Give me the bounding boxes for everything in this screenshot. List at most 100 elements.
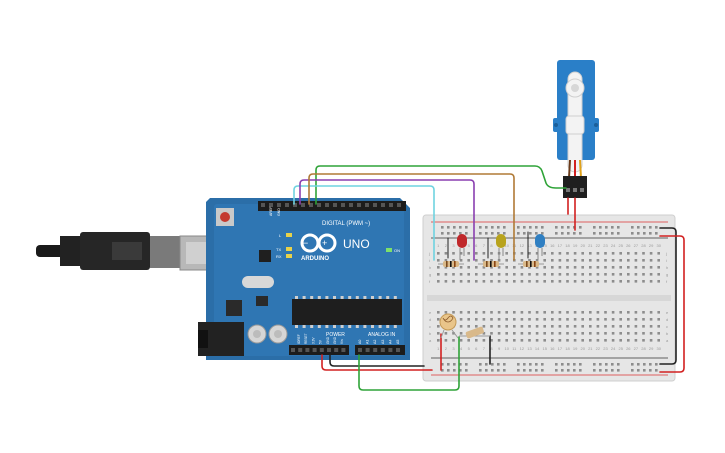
- column-number: 19: [573, 243, 578, 248]
- column-number: 17: [558, 243, 563, 248]
- power-pin-label: IOREF: [297, 334, 301, 344]
- column-number: 16: [550, 243, 555, 248]
- column-number: 5: [468, 243, 471, 248]
- wire-cyan[interactable]: [293, 185, 435, 261]
- resistor-red-led[interactable]: [438, 261, 464, 267]
- gnd-label: GND: [277, 208, 281, 216]
- column-number: 24: [611, 346, 616, 351]
- column-number: 25: [618, 346, 623, 351]
- wire-a0-green[interactable]: [358, 336, 460, 391]
- bottom-pin-holes: [291, 348, 400, 352]
- column-number: 22: [596, 346, 601, 351]
- analog-pin-label: A2: [373, 340, 377, 344]
- column-number: 30: [656, 243, 661, 248]
- column-number: 16: [550, 346, 555, 351]
- column-number: 17: [558, 346, 563, 351]
- servo-motor[interactable]: [553, 60, 599, 198]
- wire-rail-black[interactable]: [659, 227, 677, 365]
- power-pin-label: 3.3V: [311, 337, 315, 344]
- column-number: 7: [483, 346, 486, 351]
- row-letter: d: [429, 317, 431, 322]
- usb-chip: [259, 250, 271, 262]
- wire-gnd[interactable]: [329, 354, 425, 367]
- breadboard[interactable]: 1122334455667788991010111112121313141415…: [422, 214, 676, 382]
- analog-pin-label: A0: [358, 340, 362, 344]
- row-letter: g: [666, 272, 668, 277]
- digital-header: [258, 201, 406, 211]
- column-number: 23: [603, 243, 608, 248]
- row-letter: c: [429, 324, 431, 329]
- model-label: UNO: [343, 237, 370, 251]
- column-number: 28: [641, 346, 646, 351]
- row-letter: f: [429, 279, 431, 284]
- digital-header-label: DIGITAL (PWM ~): [322, 221, 370, 227]
- row-letter: g: [429, 272, 431, 277]
- row-letter: i: [429, 258, 430, 263]
- row-letter: a: [666, 338, 669, 343]
- wire-brown[interactable]: [308, 173, 515, 261]
- column-number: 14: [535, 346, 540, 351]
- column-number: 3: [452, 243, 455, 248]
- power-pin-label: RESET: [304, 333, 308, 344]
- column-number: 8: [490, 243, 493, 248]
- wire-purple[interactable]: [299, 179, 475, 261]
- column-number: 5: [468, 346, 471, 351]
- red-led[interactable]: [457, 234, 467, 260]
- column-number: 26: [626, 243, 631, 248]
- column-number: 11: [512, 346, 517, 351]
- column-number: 15: [542, 346, 547, 351]
- row-letter: a: [429, 338, 432, 343]
- column-number: 25: [618, 243, 623, 248]
- column-number: 2: [445, 243, 448, 248]
- column-number: 6: [475, 346, 478, 351]
- resistor-blue-led[interactable]: [518, 261, 544, 267]
- arduino-logo: − +: [300, 233, 337, 253]
- power-pin-label: Vin: [340, 339, 344, 344]
- column-number: 13: [527, 346, 532, 351]
- column-number: 3: [452, 346, 455, 351]
- column-number: 28: [641, 243, 646, 248]
- row-letter: c: [666, 324, 668, 329]
- column-number: 6: [475, 243, 478, 248]
- analog-pin-label: A3: [381, 340, 385, 344]
- servo-connector: [563, 176, 587, 198]
- row-letter: j: [665, 251, 667, 256]
- column-number: 8: [490, 346, 493, 351]
- wire-5v[interactable]: [321, 354, 433, 371]
- wires: [293, 165, 685, 391]
- chip-pins: [295, 296, 397, 328]
- column-number: 24: [611, 243, 616, 248]
- power-pin-label: GND: [326, 336, 330, 344]
- arduino-uno-board[interactable]: DIGITAL (PWM ~) AREF GND − + UNO ARDUINO…: [198, 198, 410, 360]
- row-letter: d: [666, 317, 668, 322]
- column-number: 21: [588, 346, 593, 351]
- resistor-ldr[interactable]: [459, 326, 490, 339]
- wire-rail-red[interactable]: [659, 235, 685, 373]
- column-number: 29: [649, 346, 654, 351]
- column-number: 30: [656, 346, 661, 351]
- analog-pin-label: A5: [396, 340, 400, 344]
- row-letter: b: [429, 331, 432, 336]
- column-number: 9: [498, 346, 501, 351]
- resistor-yellow-led[interactable]: [478, 261, 504, 267]
- photoresistor[interactable]: [439, 313, 459, 339]
- blue-led[interactable]: [535, 234, 545, 260]
- column-number: 2: [445, 346, 448, 351]
- yellow-led[interactable]: [496, 234, 506, 260]
- wire-green-servo-signal[interactable]: [315, 165, 567, 205]
- row-letter: e: [429, 310, 432, 315]
- on-label: ON: [394, 248, 400, 253]
- usb-cable[interactable]: [36, 232, 219, 271]
- column-number: 27: [634, 346, 639, 351]
- row-letter: f: [666, 279, 668, 284]
- column-number: 26: [626, 346, 631, 351]
- analog-pin-label: A4: [388, 340, 392, 344]
- column-number: 7: [483, 243, 486, 248]
- analog-pin-label: A1: [366, 340, 370, 344]
- column-number: 19: [573, 346, 578, 351]
- power-pin-label: 5V: [319, 339, 323, 344]
